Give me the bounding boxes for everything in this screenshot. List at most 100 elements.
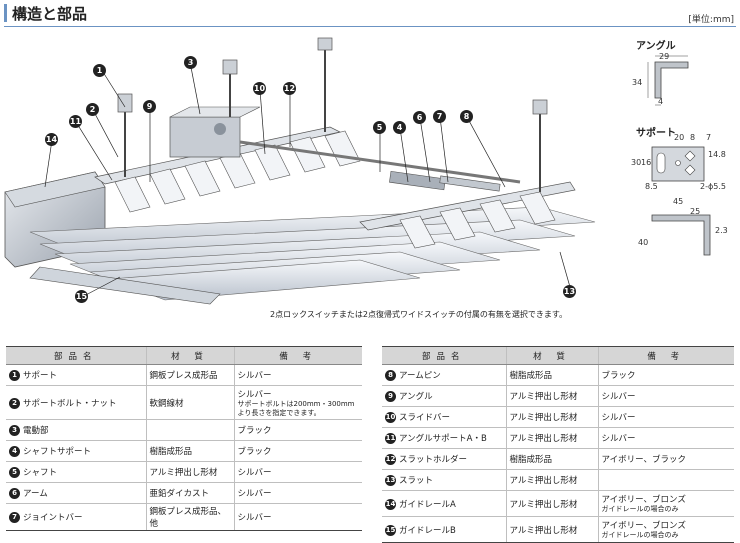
col-header-name: 部品名	[6, 346, 146, 365]
part-name: シャフト	[23, 468, 58, 478]
part-note: アイボリー、ブロンズ	[601, 521, 686, 531]
part-note-detail: サポートボルトは200mm・300mmより長さを指定できます。	[237, 399, 355, 417]
support-dim-45: 45	[673, 197, 684, 206]
support-dim-14-8: 14.8	[708, 150, 726, 159]
part-material: 鋼板プレス成形品、他	[145, 503, 234, 531]
callout-14: 14	[45, 133, 58, 146]
support-dim-8: 8	[690, 133, 696, 142]
col-header-note: 備 考	[597, 346, 734, 365]
callout-1: 1	[93, 64, 106, 77]
support-dim-8-5: 8.5	[645, 182, 658, 191]
part-note: シルバー	[597, 427, 734, 449]
part-name: スラット	[399, 476, 434, 486]
part-name: アームピン	[399, 371, 441, 381]
part-name: サポート	[23, 371, 58, 381]
part-material: アルミ押出し形材	[145, 461, 234, 483]
support-dim-30: 30	[631, 158, 642, 167]
support-dim-7: 7	[706, 133, 712, 142]
callout-5: 5	[373, 121, 386, 134]
callout-3: 3	[184, 56, 197, 69]
part-note: シルバー	[597, 406, 734, 428]
col-header-name: 部品名	[382, 346, 506, 365]
part-material: アルミ押出し形材	[505, 427, 598, 449]
angle-drawing	[647, 55, 689, 106]
part-name: スラットホルダー	[399, 455, 468, 465]
part-material: アルミ押出し形材	[505, 385, 598, 407]
part-note: シルバー	[233, 482, 362, 504]
part-note-detail: ガイドレールの場合のみ	[601, 531, 679, 539]
angle-dim-width: 29	[659, 52, 670, 61]
part-material: 樹脂成形品	[145, 440, 234, 462]
support-dim-20: 20	[674, 133, 685, 142]
callout-15: 15	[75, 290, 88, 303]
callout-12: 12	[283, 82, 296, 95]
callout-6: 6	[413, 111, 426, 124]
part-material: アルミ押出し形材	[505, 490, 598, 517]
part-material: 樹脂成形品	[505, 448, 598, 470]
part-material: アルミ押出し形材	[505, 406, 598, 428]
part-note: シルバー	[233, 461, 362, 483]
part-name: アングル	[399, 392, 433, 402]
part-name: ガイドレールB	[399, 525, 456, 536]
support-dim-hole: 2-ϕ5.5	[700, 182, 726, 191]
unit-label: [単位:mm]	[688, 15, 734, 25]
angle-detail-title: アングル	[636, 41, 676, 52]
col-header-material: 材 質	[145, 346, 234, 365]
callout-9: 9	[143, 100, 156, 113]
page-title: 構造と部品	[12, 5, 88, 23]
part-name: スライドバー	[399, 413, 451, 423]
col-header-material: 材 質	[505, 346, 598, 365]
section-header: 構造と部品	[0, 0, 740, 30]
callout-8: 8	[460, 110, 473, 123]
support-dim-40: 40	[638, 238, 649, 247]
col-header-note: 備 考	[233, 346, 362, 365]
part-material: 樹脂成形品	[505, 364, 598, 386]
header-accent-bar	[4, 4, 7, 22]
part-material: 軟鋼線材	[145, 385, 234, 420]
part-name: シャフトサポート	[23, 447, 92, 457]
part-name: アングルサポートA・B	[399, 434, 487, 444]
part-material	[145, 419, 234, 441]
callout-7: 7	[433, 110, 446, 123]
part-name: ジョイントバー	[23, 513, 83, 523]
switch-note: 2点ロックスイッチまたは2点復帰式ワイドスイッチの付属の有無を選択できます。	[270, 310, 568, 319]
part-note: シルバー	[233, 364, 362, 386]
part-material: アルミ押出し形材	[505, 469, 598, 491]
angle-dim-height: 34	[632, 78, 643, 87]
callout-11: 11	[69, 115, 82, 128]
callout-13: 13	[563, 285, 576, 298]
support-dim-2-3: 2.3	[715, 226, 728, 235]
part-note: シルバー	[237, 389, 272, 400]
part-note: ブラック	[233, 440, 362, 462]
part-note: ブラック	[597, 364, 734, 386]
part-material: 亜鉛ダイカスト	[145, 482, 234, 504]
callout-4: 4	[393, 121, 406, 134]
callout-2: 2	[86, 103, 99, 116]
part-note-detail: ガイドレールの場合のみ	[601, 505, 679, 513]
part-note: シルバー	[233, 503, 362, 531]
callout-10: 10	[253, 82, 266, 95]
support-dim-25: 25	[690, 207, 701, 216]
part-note	[597, 469, 734, 491]
support-drawing	[651, 146, 711, 256]
part-note: シルバー	[597, 385, 734, 407]
part-name: 電動部	[23, 426, 49, 436]
support-detail-title: サポート	[636, 128, 676, 139]
structure-diagram	[4, 37, 596, 305]
part-note: アイボリー、ブラック	[597, 448, 734, 470]
